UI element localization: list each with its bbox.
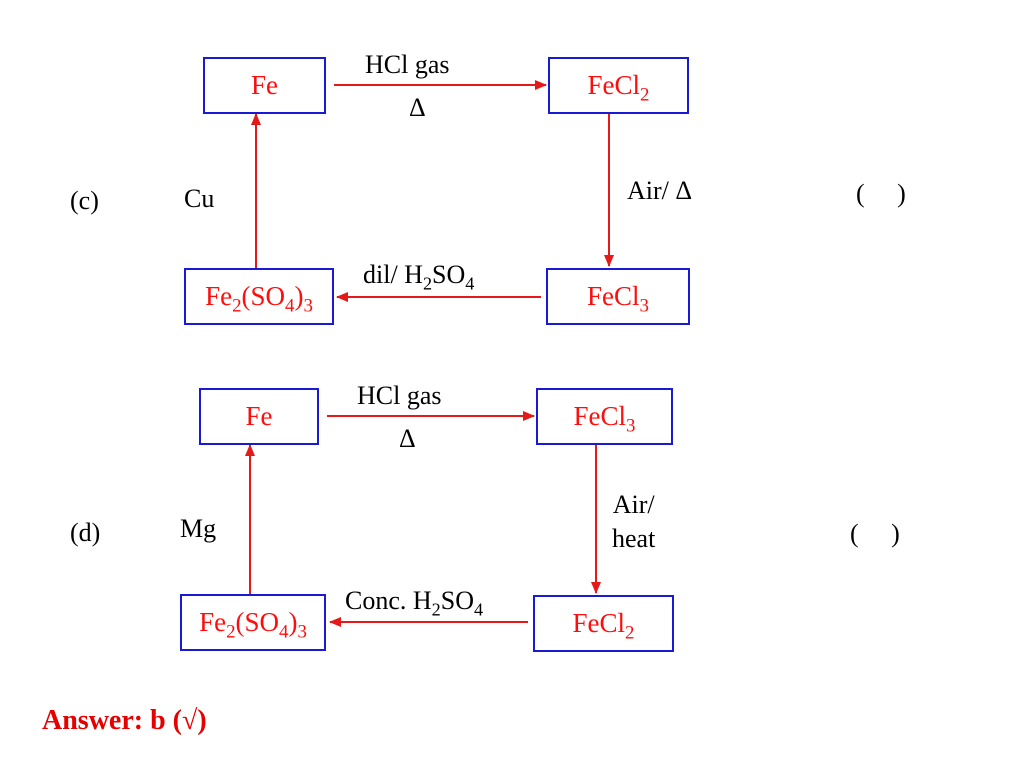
d-fecl3-box: FeCl3 (536, 388, 673, 445)
d-fe2so43-box: Fe2(SO4)3 (180, 594, 326, 651)
c-part-label: (c) (70, 186, 99, 215)
d-top-arrow-delta: Δ (399, 424, 416, 453)
c-fe2so43-formula: Fe2(SO4)3 (205, 281, 313, 317)
d-fe2so43-formula: Fe2(SO4)3 (199, 607, 307, 643)
c-fe-box: Fe (203, 57, 326, 114)
d-fecl3-formula: FeCl3 (573, 401, 636, 437)
c-bottom-arrow-label: dil/ H2SO4 (363, 260, 475, 294)
d-fe-box: Fe (199, 388, 319, 445)
d-answer-bracket: ( ) (850, 519, 900, 548)
c-top-arrow-delta: Δ (409, 93, 426, 122)
c-right-arrow-label: Air/ Δ (627, 176, 693, 205)
c-fecl3-box: FeCl3 (546, 268, 690, 325)
d-top-arrow-label: HCl gas (357, 381, 442, 410)
c-fecl3-formula: FeCl3 (587, 281, 649, 317)
c-fecl2-box: FeCl2 (548, 57, 689, 114)
d-fecl2-formula: FeCl2 (572, 608, 635, 644)
c-top-arrow-label: HCl gas (365, 50, 450, 79)
d-right-arrow-label: Air/ heat (612, 488, 655, 556)
answer-text: Answer: b (√) (42, 705, 207, 736)
d-fecl2-box: FeCl2 (533, 595, 674, 652)
c-left-arrow-label: Cu (184, 184, 215, 213)
d-right-arrow-label-line2: heat (612, 524, 656, 553)
d-right-arrow-label-line1: Air/ (612, 490, 655, 519)
d-fe-label: Fe (245, 401, 273, 431)
d-part-label: (d) (70, 518, 101, 547)
d-bottom-arrow-label: Conc. H2SO4 (345, 586, 484, 620)
d-left-arrow-label: Mg (180, 514, 217, 543)
c-fe-label: Fe (251, 70, 278, 100)
c-fe2so43-box: Fe2(SO4)3 (184, 268, 334, 325)
c-fecl2-formula: FeCl2 (587, 70, 650, 106)
c-answer-bracket: ( ) (856, 179, 906, 208)
